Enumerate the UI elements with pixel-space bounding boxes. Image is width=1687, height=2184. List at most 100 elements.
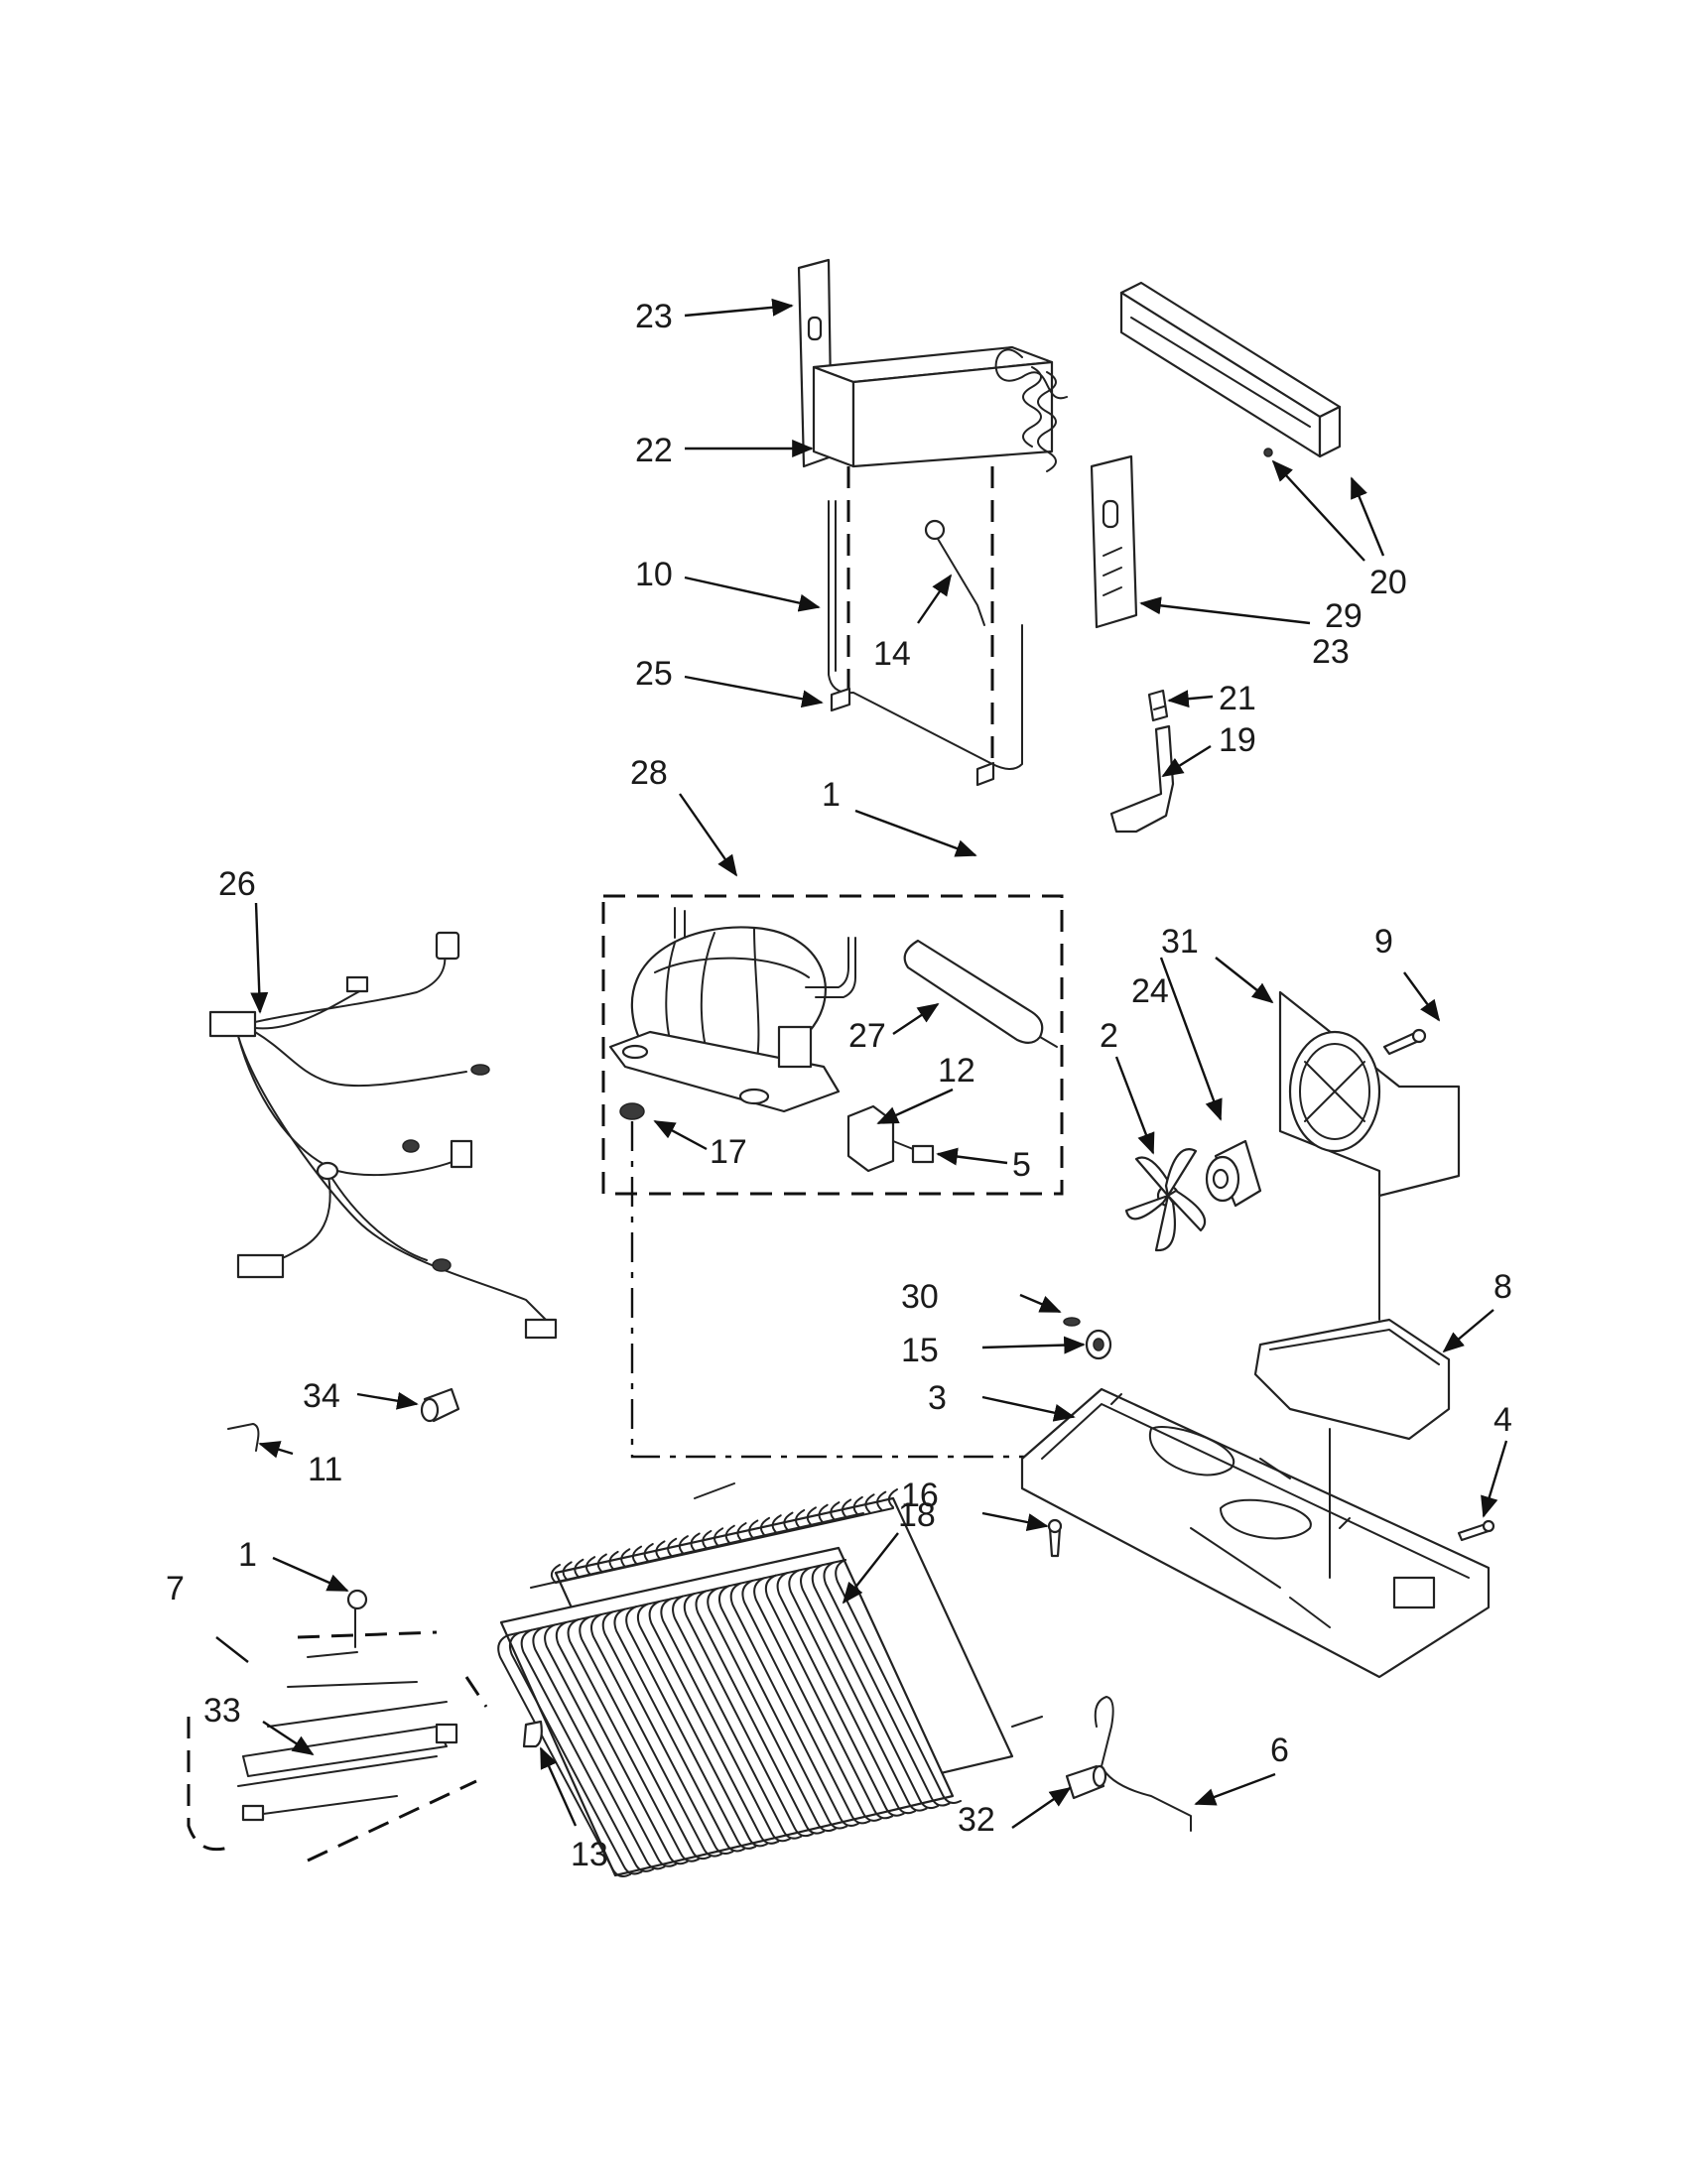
condenser-coil-loop (562, 1561, 573, 1582)
condenser-coil-loop (759, 1516, 771, 1537)
evaporator-assembly (797, 258, 1138, 787)
wire-harness (208, 931, 558, 1340)
condenser-coil-loop (736, 1522, 747, 1543)
callout-22: 22 (635, 432, 673, 469)
tube-parts (1065, 1696, 1192, 1832)
condenser-coil-loop (795, 1508, 806, 1529)
callout-1-bottom: 1 (238, 1536, 257, 1574)
condenser-coil-loop (702, 1529, 713, 1550)
condenser-coil-loop (783, 1511, 794, 1532)
condenser-coil-loop (690, 1532, 701, 1553)
compressor-assembly (608, 907, 1058, 1173)
condenser-coil-loop (748, 1519, 759, 1540)
condenser-coil-loop (823, 1561, 951, 1807)
condenser-coil-loop (811, 1564, 940, 1810)
callout-23-right: 23 (1312, 633, 1350, 671)
callout-6: 6 (1270, 1732, 1289, 1769)
condenser-coil-loop (636, 1603, 768, 1848)
callout-30: 30 (901, 1278, 939, 1316)
condenser-coil-loop (678, 1535, 689, 1556)
callout-7: 7 (166, 1570, 185, 1607)
compressor-group-box (601, 894, 1064, 1196)
condenser-coil-loop (800, 1566, 928, 1812)
callout-9: 9 (1374, 923, 1393, 961)
condenser-coil-loop (764, 1574, 894, 1820)
condenser-coil-loop (585, 1556, 596, 1577)
condenser-coil-loop (841, 1498, 852, 1519)
callout-8: 8 (1493, 1268, 1512, 1306)
condenser-coil-loop (544, 1623, 677, 1867)
callout-11: 11 (308, 1451, 342, 1488)
condenser-coil-loop (590, 1613, 722, 1858)
connection-line (630, 1121, 1072, 1459)
condenser-coil-loop (596, 1553, 607, 1574)
condenser-coil-loop (729, 1582, 859, 1827)
condenser-coil-loop (707, 1587, 837, 1833)
condenser-coil-loop (852, 1495, 863, 1516)
callout-14: 14 (873, 635, 911, 673)
condenser-coil-loop (672, 1595, 803, 1840)
callout-19: 19 (1219, 721, 1256, 759)
callout-12: 12 (938, 1052, 975, 1090)
callout-25: 25 (635, 655, 673, 693)
callout-labels: 23 22 10 14 25 23 29 20 21 19 28 1 26 31… (166, 298, 1512, 1873)
condenser-coil-loop (887, 1488, 898, 1508)
condenser-coil-loop (631, 1545, 643, 1566)
condenser-coil-loop (788, 1569, 917, 1815)
callout-5: 5 (1012, 1146, 1031, 1184)
callout-2: 2 (1100, 1017, 1118, 1055)
defrost-harness (187, 1589, 488, 1863)
callout-20: 20 (1369, 564, 1407, 601)
callout-4: 4 (1493, 1401, 1512, 1439)
base-assembly (522, 1317, 1495, 1748)
callout-24: 24 (1131, 972, 1169, 1010)
condenser-coil-loop (830, 1501, 841, 1522)
condenser-coil-loop (876, 1490, 887, 1511)
condenser-coil-loop (718, 1585, 848, 1830)
callout-15: 15 (901, 1332, 939, 1369)
condenser-coil-loop (683, 1593, 814, 1838)
condenser-coil-loop (741, 1579, 871, 1825)
condenser-coil-loop (724, 1524, 735, 1545)
condenser-coil-loop (714, 1527, 724, 1548)
callout-10: 10 (635, 556, 673, 593)
callout-16: 16 (901, 1477, 939, 1514)
condenser-coil-loop (625, 1606, 757, 1850)
callout-29: 29 (1325, 597, 1363, 635)
condenser-coil-loop (776, 1572, 905, 1817)
callout-1-top: 1 (822, 776, 841, 814)
condenser-coil-loop (818, 1503, 829, 1524)
condenser-fan-assembly (1124, 990, 1461, 1321)
misc-small-parts (227, 1387, 460, 1452)
condenser-coil-loop (508, 1631, 643, 1875)
condenser-coil-loop (771, 1514, 782, 1535)
condenser-coil-loop (579, 1615, 712, 1861)
condenser-coil-loop (695, 1590, 826, 1835)
condenser-coil-loop (574, 1558, 584, 1579)
callout-32: 32 (958, 1801, 995, 1839)
condenser-coil-loop (648, 1600, 780, 1845)
condenser-coil-loop (753, 1577, 882, 1822)
callout-3: 3 (928, 1379, 947, 1417)
condenser-coil-loop (655, 1540, 666, 1561)
condenser-coil-loop (643, 1543, 654, 1564)
condenser-coil-loop (620, 1548, 631, 1569)
callout-34: 34 (303, 1377, 340, 1415)
condenser-coil-loop (667, 1537, 678, 1558)
condenser-coil-loop (550, 1564, 561, 1584)
condenser-coil-loop (567, 1618, 700, 1863)
callout-21: 21 (1219, 680, 1256, 717)
leader-arrows (215, 298, 1508, 1829)
callout-23-top: 23 (635, 298, 673, 335)
callout-27: 27 (848, 1017, 886, 1055)
condenser-coil-loop (806, 1506, 817, 1527)
condenser-coil-loop (555, 1620, 689, 1865)
condenser-coil-loop (601, 1610, 734, 1855)
callout-18: 18 (898, 1496, 936, 1534)
condenser-coil-loop (660, 1598, 791, 1843)
callout-26: 26 (218, 865, 256, 903)
condenser-coil-loop (613, 1607, 745, 1853)
callout-13: 13 (571, 1836, 608, 1873)
condenser-coil-loop (520, 1628, 654, 1872)
